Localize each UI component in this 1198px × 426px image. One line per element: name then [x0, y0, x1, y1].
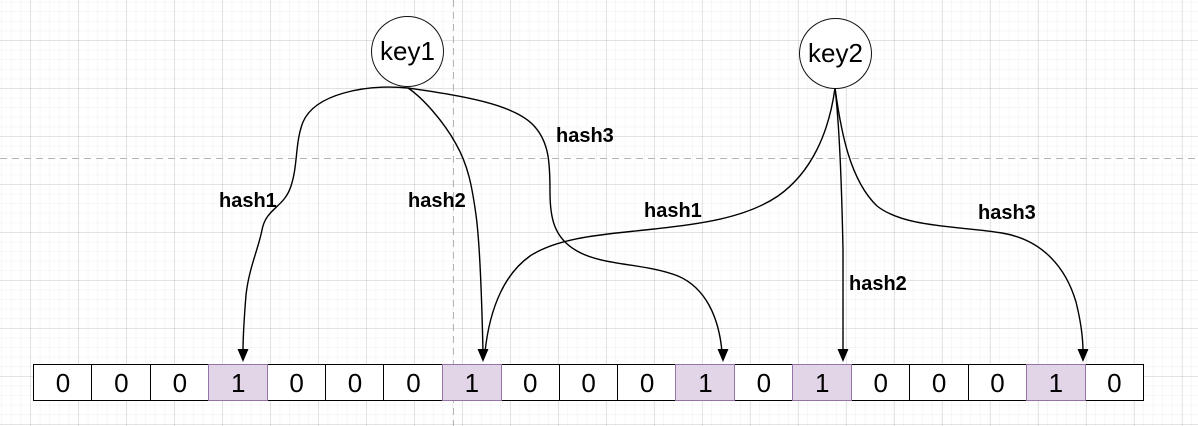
key2-node: key2 — [799, 18, 872, 89]
edge-key1-hash2-curve — [407, 87, 484, 353]
arrowhead-bit-13 — [837, 349, 849, 362]
bit-cell-0: 0 — [33, 364, 93, 401]
edge-key2-hash1-curve — [484, 87, 836, 353]
bit-cell-16: 0 — [967, 364, 1028, 401]
key1-node: key1 — [371, 16, 444, 87]
bit-cell-8: 0 — [500, 364, 561, 401]
key2-label: key2 — [808, 38, 863, 68]
bit-cell-9: 0 — [558, 364, 619, 401]
hash-label-key1-hash1: hash1 — [219, 190, 277, 212]
bit-cell-17: 1 — [1025, 364, 1086, 401]
bit-cell-2: 0 — [149, 364, 210, 401]
bit-cell-6: 0 — [383, 364, 444, 401]
edge-key1-hash1-curve — [242, 86, 409, 353]
bit-cell-1: 0 — [91, 364, 152, 401]
hash-label-key1-hash3: hash3 — [556, 125, 614, 147]
bit-cell-14: 0 — [850, 364, 911, 401]
bit-cell-3: 1 — [208, 364, 269, 401]
hash-label-key2-hash1: hash1 — [644, 200, 702, 222]
bit-cell-11: 1 — [675, 364, 736, 401]
hash-label-key2-hash2: hash2 — [849, 273, 907, 295]
bit-cell-7: 1 — [441, 364, 502, 401]
hash-label-key1-hash2: hash2 — [408, 190, 466, 212]
edge-key2-hash2-curve — [834, 87, 844, 352]
arrowhead-bit-7 — [477, 349, 489, 362]
arrowhead-bit-11 — [717, 349, 729, 362]
arrowhead-bit-3 — [237, 349, 249, 362]
bit-cell-10: 0 — [617, 364, 678, 401]
edge-key1-hash3-curve — [407, 87, 723, 353]
edge-key2-hash3-curve — [834, 87, 1084, 353]
bit-cell-4: 0 — [266, 364, 327, 401]
key1-label: key1 — [380, 36, 435, 66]
bit-cell-5: 0 — [325, 364, 386, 401]
bit-cell-13: 1 — [792, 364, 853, 401]
hash-label-key2-hash3: hash3 — [978, 202, 1036, 224]
bit-cell-18: 0 — [1084, 364, 1145, 401]
bit-cell-12: 0 — [733, 364, 794, 401]
bit-cell-15: 0 — [909, 364, 970, 401]
arrowhead-bit-17 — [1077, 349, 1089, 362]
